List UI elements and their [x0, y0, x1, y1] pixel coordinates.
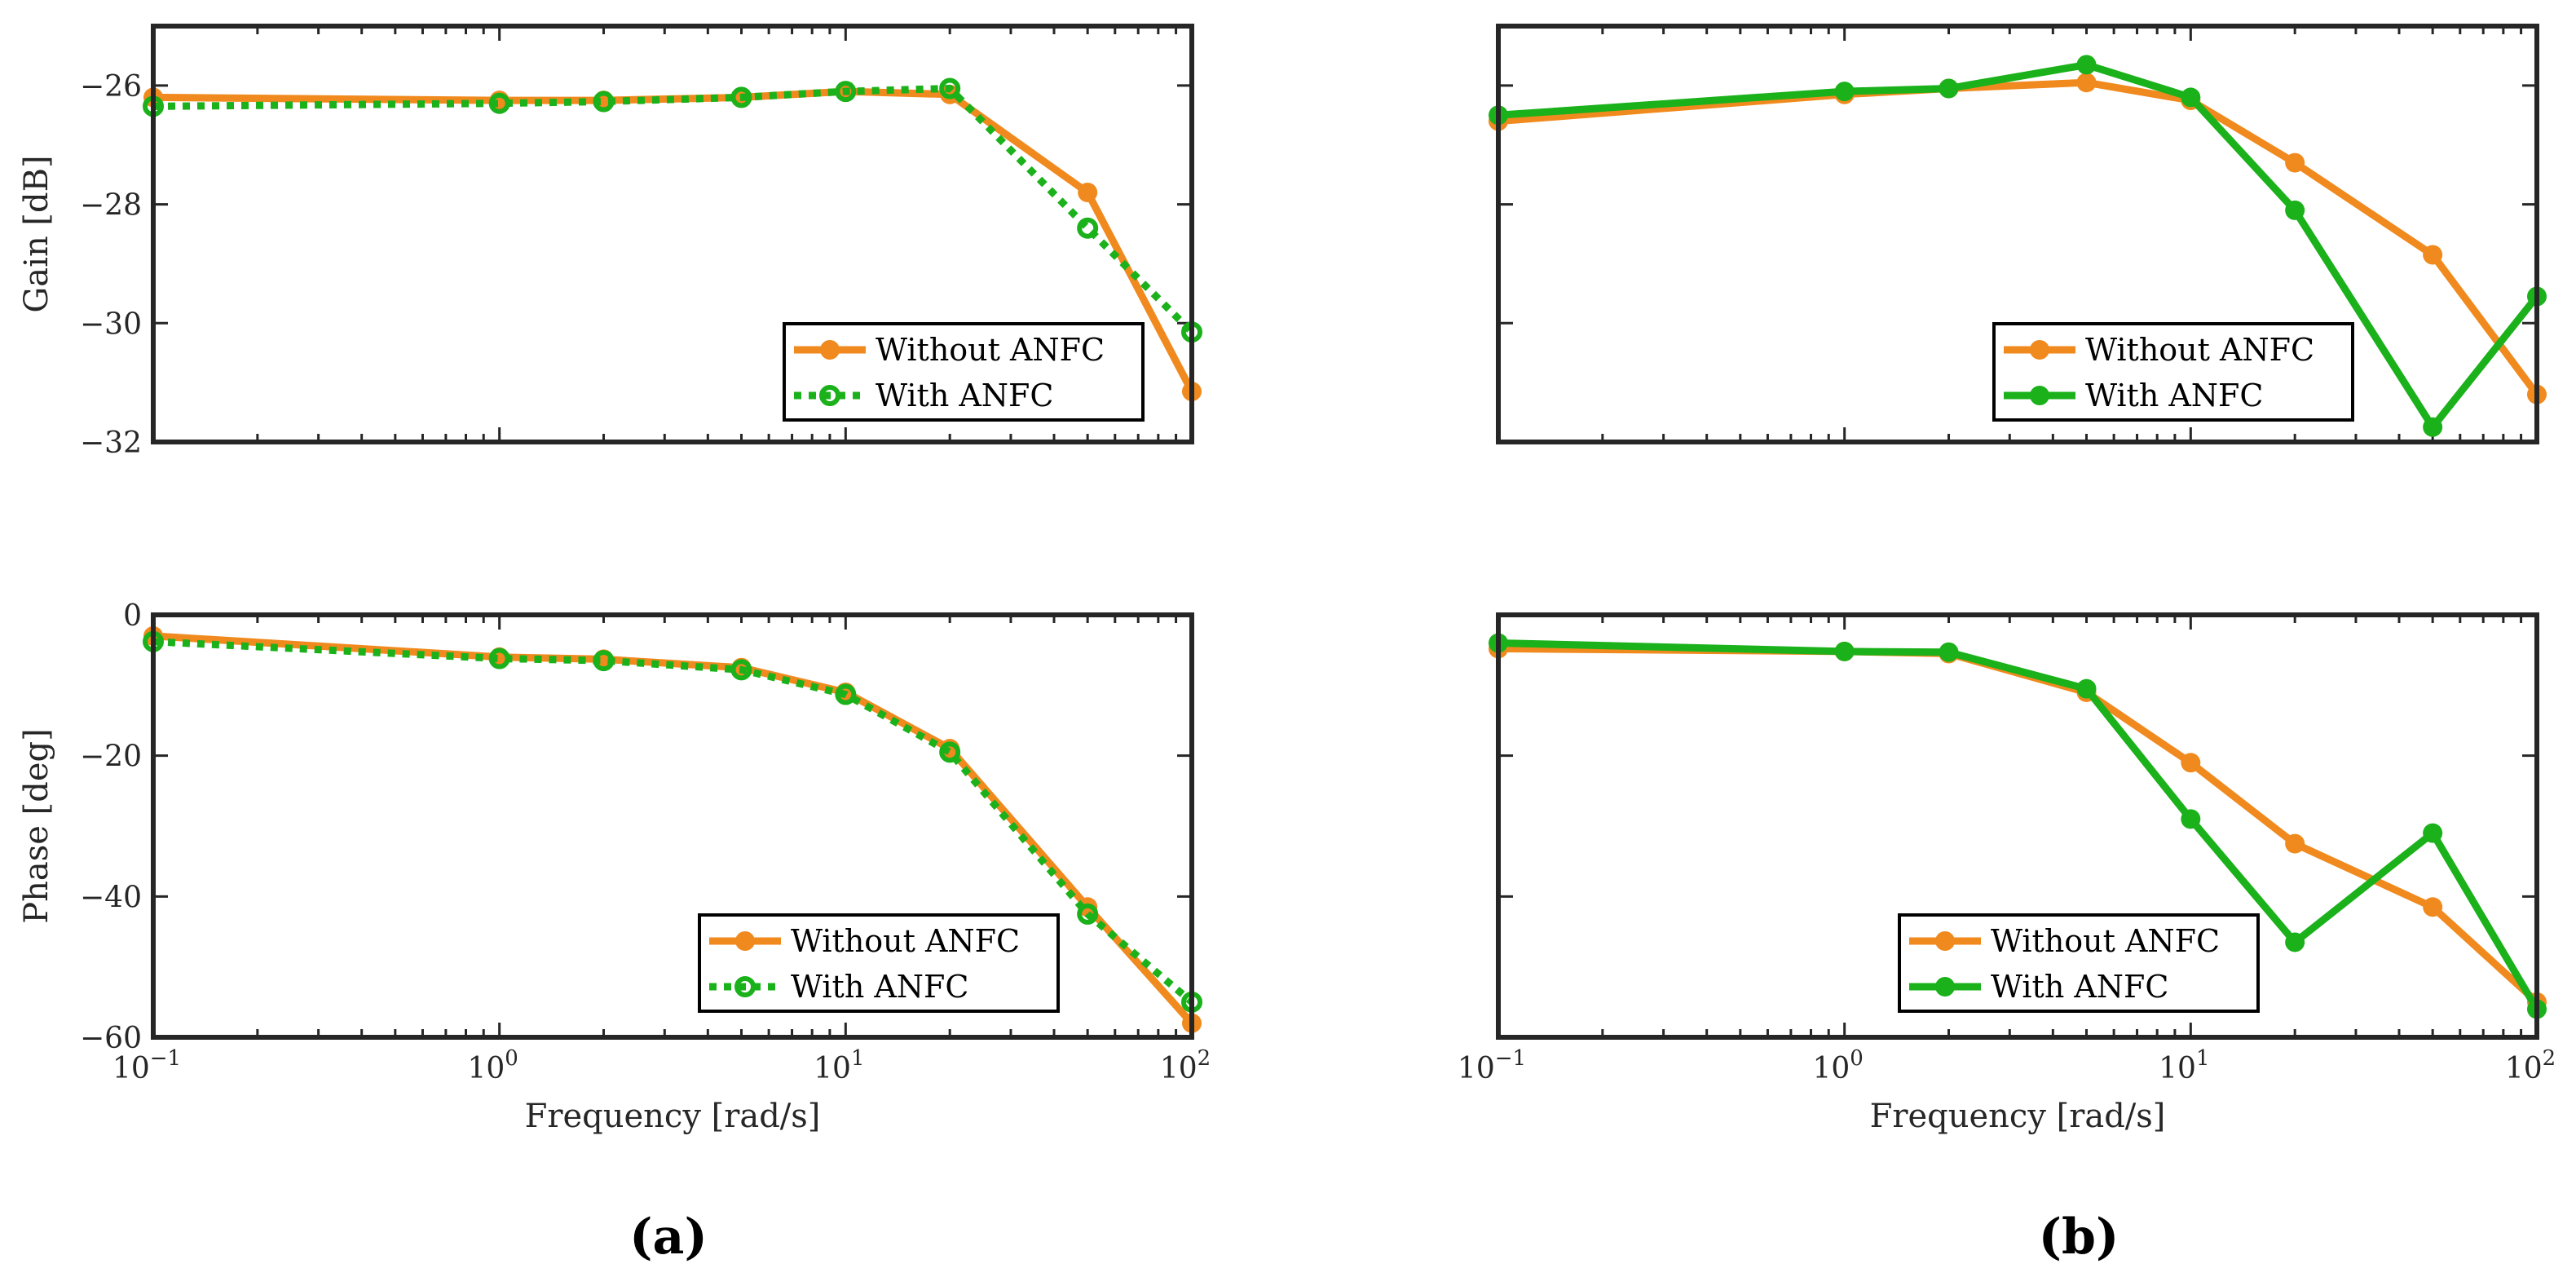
y-tick-label: −26	[80, 70, 142, 104]
data-point	[1834, 641, 1855, 661]
legend-label: With ANFC	[791, 969, 969, 1005]
legend-box	[698, 913, 1060, 1013]
data-point	[2285, 152, 2305, 173]
y-axis-label: Gain [dB]	[18, 155, 55, 312]
data-point	[2285, 200, 2305, 220]
y-tick-label: −20	[80, 740, 142, 774]
legend-box	[783, 322, 1145, 422]
data-point	[730, 86, 752, 108]
x-axis-label: Frequency [rad/s]	[525, 1098, 821, 1135]
data-point	[2181, 809, 2201, 829]
data-point	[2181, 753, 2201, 773]
y-tick-label: 0	[123, 599, 142, 633]
legend: Without ANFC With ANFC	[1992, 322, 2354, 422]
series-line-with-anfc	[152, 85, 1195, 335]
data-point	[2285, 932, 2305, 952]
legend-label: With ANFC	[876, 378, 1054, 413]
x-tick-label: 102	[2505, 1046, 2556, 1085]
series-line-with-anfc	[1498, 60, 2540, 431]
series-line-with-anfc	[1498, 639, 2540, 1011]
legend: Without ANFC With ANFC	[783, 322, 1145, 422]
data-point	[730, 659, 752, 681]
data-point	[939, 741, 961, 763]
plot-frame	[1496, 612, 2539, 1040]
legend-label: Without ANFC	[791, 923, 1020, 959]
legend-label: Without ANFC	[876, 332, 1105, 368]
data-point	[593, 650, 615, 672]
y-tick-label: −28	[80, 189, 142, 223]
data-point	[939, 77, 961, 99]
panel-label-b: (b)	[2039, 1209, 2119, 1266]
legend-label: Without ANFC	[2085, 332, 2314, 368]
data-point	[1939, 642, 1959, 662]
legend-box	[1992, 322, 2354, 422]
data-point	[2076, 55, 2097, 75]
legend-swatch-marker	[2030, 386, 2049, 405]
legend: Without ANFC With ANFC	[698, 913, 1060, 1013]
data-point	[1834, 82, 1855, 102]
data-point	[2423, 417, 2443, 437]
legend-swatch-marker	[1935, 977, 1955, 997]
data-point	[1078, 183, 1098, 202]
x-tick-label: 101	[2159, 1046, 2209, 1085]
chart-gain-b: Without ANFC With ANFC	[1489, 24, 2547, 444]
data-point	[1939, 78, 1959, 99]
y-tick-label: −30	[80, 307, 142, 341]
data-point	[2076, 73, 2097, 93]
y-tick-label: −40	[80, 881, 142, 914]
data-point	[1077, 903, 1099, 925]
y-axis-label: Phase [deg]	[18, 728, 55, 924]
legend-box	[1898, 913, 2260, 1013]
x-axis-label: Frequency [rad/s]	[1870, 1098, 2166, 1135]
data-point	[835, 683, 857, 705]
legend-swatch-marker	[735, 931, 755, 951]
legend: Without ANFC With ANFC	[1898, 913, 2260, 1013]
data-point	[835, 81, 857, 103]
legend-swatch-marker	[2030, 340, 2049, 360]
x-tick-label: 100	[467, 1046, 518, 1085]
series-line-without-anfc	[152, 632, 1195, 1026]
x-tick-label: 101	[814, 1046, 864, 1085]
legend-label: With ANFC	[2085, 378, 2264, 413]
legend-swatch-marker	[734, 976, 756, 997]
data-point	[593, 91, 615, 113]
plot-frame	[151, 24, 1194, 444]
data-point	[2285, 833, 2305, 854]
data-point	[2076, 678, 2097, 699]
y-tick-label: −60	[80, 1022, 142, 1055]
data-point	[2423, 823, 2443, 843]
data-point	[488, 92, 510, 114]
x-tick-label: 100	[1812, 1046, 1863, 1085]
data-point	[2181, 87, 2201, 108]
data-point	[2423, 245, 2443, 265]
plot-frame	[151, 612, 1194, 1040]
legend-swatch-marker	[820, 340, 840, 360]
series-line-without-anfc	[152, 87, 1195, 394]
data-point	[2423, 897, 2443, 917]
plot-frame	[1496, 24, 2539, 444]
x-tick-label: 10−1	[1458, 1046, 1526, 1085]
legend-label: Without ANFC	[1991, 923, 2220, 959]
legend-swatch-marker	[1935, 931, 1955, 951]
x-tick-label: 10−1	[112, 1046, 181, 1085]
data-point	[488, 647, 510, 670]
legend-swatch-marker	[819, 385, 840, 406]
data-point	[1077, 217, 1099, 239]
legend-label: With ANFC	[1991, 969, 2169, 1005]
panel-label-a: (a)	[629, 1209, 708, 1266]
x-tick-label: 102	[1160, 1046, 1211, 1085]
y-tick-label: −32	[80, 426, 142, 460]
